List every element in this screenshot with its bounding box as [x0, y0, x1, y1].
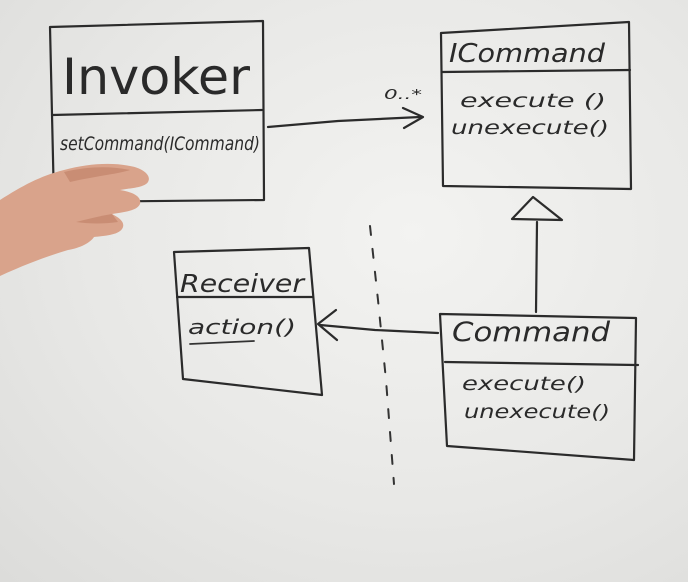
- dependency-arrow: [316, 308, 440, 342]
- icommand-name: ICommand: [449, 39, 606, 69]
- icommand-method-unexecute: unexecute(): [451, 117, 609, 139]
- generalization-triangle: [510, 195, 564, 222]
- invoker-box: [48, 19, 266, 204]
- icommand-box: [439, 20, 633, 191]
- receiver-name: Receiver: [180, 269, 306, 298]
- receiver-box: [172, 246, 324, 397]
- invoker-class: Invoker setCommand(ICommand): [48, 19, 266, 204]
- association-arrow: 0..*: [266, 88, 425, 130]
- command-box: [438, 312, 638, 462]
- invoker-method: setCommand(ICommand): [60, 133, 260, 155]
- presenter-hand: [0, 163, 149, 276]
- invoker-divider: [50, 108, 264, 117]
- icommand-method-execute: execute (): [460, 90, 606, 112]
- dependency-line: [318, 323, 440, 335]
- receiver-class: Receiver action(): [172, 246, 324, 397]
- command-method-unexecute: unexecute(): [464, 401, 610, 423]
- command-method-execute: execute(): [462, 373, 586, 395]
- dependency-arrowhead: [316, 308, 339, 342]
- receiver-method-underline: [189, 340, 255, 345]
- command-class: Command execute() unexecute(): [438, 312, 640, 462]
- association-line: [266, 115, 422, 129]
- generalization-line: [534, 220, 539, 314]
- association-arrowhead: [401, 106, 425, 130]
- receiver-method: action(): [188, 315, 296, 339]
- boundary-dashed-line: [369, 225, 395, 485]
- icommand-divider: [440, 68, 632, 74]
- command-name: Command: [452, 317, 611, 348]
- generalization-arrow: [510, 195, 564, 314]
- multiplicity-label: 0..*: [384, 88, 423, 103]
- command-divider: [443, 360, 640, 367]
- icommand-class: ICommand execute () unexecute(): [439, 20, 633, 191]
- invoker-name: Invoker: [62, 48, 250, 106]
